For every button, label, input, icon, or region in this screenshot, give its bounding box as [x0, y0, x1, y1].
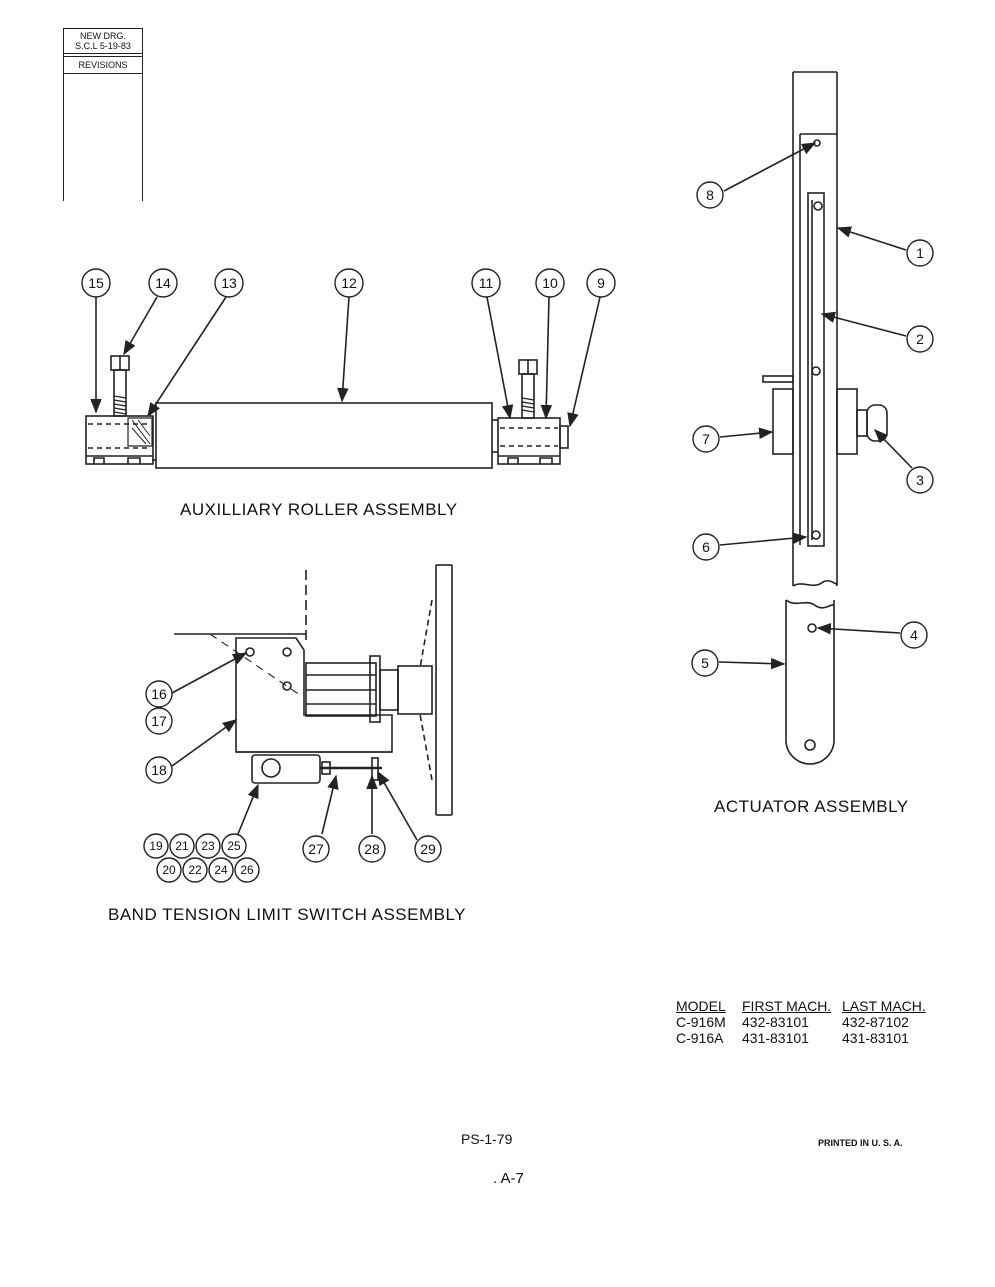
- callout-label-15: 15: [88, 275, 104, 291]
- limit-switch-assembly: [171, 564, 453, 841]
- callout-label-9: 9: [597, 275, 605, 291]
- header-last-mach: LAST MACH.: [842, 998, 926, 1014]
- callout-label-3: 3: [916, 472, 924, 488]
- callout-label-4: 4: [910, 627, 918, 643]
- callout-7: [692, 425, 720, 453]
- callout-16: [145, 680, 173, 708]
- revision-line-1: NEW DRG.: [80, 31, 126, 41]
- callout-label-7: 7: [702, 431, 710, 447]
- row1-last: 432-87102: [842, 1014, 909, 1030]
- callout-label-1: 1: [916, 245, 924, 261]
- callout-label-25: 25: [227, 839, 241, 853]
- callout-label-11: 11: [479, 275, 494, 291]
- callout-label-27: 27: [308, 841, 324, 857]
- adjust-knob: [866, 404, 888, 442]
- model-table: MODEL FIRST MACH. LAST MACH. C-916M 432-…: [676, 998, 942, 1046]
- callout-17: [145, 707, 173, 735]
- callout-28: [358, 835, 386, 863]
- callout-label-6: 6: [702, 539, 710, 555]
- limit-switch-assembly-caption: BAND TENSION LIMIT SWITCH ASSEMBLY: [108, 905, 467, 924]
- callout-label-10: 10: [542, 275, 558, 291]
- header-first-mach: FIRST MACH.: [742, 998, 832, 1014]
- callout-8: [696, 181, 724, 209]
- callout-label-19: 19: [149, 839, 163, 853]
- printed-in-usa: PRINTED IN U. S. A.: [818, 1138, 903, 1148]
- callout-27: [302, 835, 330, 863]
- model-table-header: MODEL FIRST MACH. LAST MACH.: [676, 998, 942, 1014]
- callout-label-12: 12: [341, 275, 357, 291]
- roller-tube: [155, 402, 493, 469]
- revisions-header: REVISIONS: [64, 56, 142, 74]
- callout-2: [906, 325, 934, 353]
- callout-label-16: 16: [151, 686, 167, 702]
- revision-block: NEW DRG. S.C.L 5-19-83 REVISIONS: [63, 28, 143, 201]
- actuator-assembly: [718, 71, 913, 765]
- callout-11: [471, 268, 501, 298]
- actuator-slot: [807, 192, 825, 547]
- row1-model: C-916M: [676, 1014, 726, 1030]
- page-number: . A-7: [493, 1170, 524, 1187]
- row1-first: 432-83101: [742, 1014, 809, 1030]
- model-table-row: C-916M 432-83101 432-87102: [676, 1014, 942, 1030]
- callout-label-22: 22: [188, 863, 202, 877]
- callout-label-5: 5: [701, 655, 709, 671]
- revision-entry: NEW DRG. S.C.L 5-19-83: [64, 29, 142, 54]
- revision-line-2: S.C.L 5-19-83: [75, 41, 131, 51]
- model-table-row: C-916A 431-83101 431-83101: [676, 1030, 942, 1046]
- callout-label-21: 21: [175, 839, 189, 853]
- doc-number: PS-1-79: [461, 1131, 513, 1147]
- callout-13: [214, 268, 244, 298]
- callout-label-24: 24: [214, 863, 228, 877]
- callout-3: [906, 466, 934, 494]
- callout-label-20: 20: [162, 863, 176, 877]
- callout-label-17: 17: [151, 713, 167, 729]
- callout-label-26: 26: [240, 863, 254, 877]
- callout-29: [414, 835, 442, 863]
- callout-18: [145, 756, 173, 784]
- callout-5: [691, 649, 719, 677]
- callout-6: [692, 533, 720, 561]
- auxiliary-roller-assembly: [85, 296, 601, 469]
- callout-label-13: 13: [221, 275, 237, 291]
- mounting-bracket: [235, 637, 393, 753]
- callout-label-28: 28: [364, 841, 380, 857]
- row2-first: 431-83101: [742, 1030, 809, 1046]
- callout-label-8: 8: [706, 187, 714, 203]
- callout-15: [81, 268, 111, 298]
- right-collar: [497, 417, 561, 465]
- callout-cluster: 19 21 23 25 20 22 24 26: [149, 839, 254, 877]
- callout-bubbles: [81, 181, 934, 883]
- callout-label-23: 23: [201, 839, 215, 853]
- callout-numbers: 15 14 13 12 11 10 9 8 1 2 7 3 6 4 5 16 1…: [88, 187, 924, 857]
- header-model: MODEL: [676, 998, 726, 1014]
- row2-model: C-916A: [676, 1030, 724, 1046]
- callout-label-2: 2: [916, 331, 924, 347]
- callout-10: [535, 268, 565, 298]
- row2-last: 431-83101: [842, 1030, 909, 1046]
- callout-12: [334, 268, 364, 298]
- roller-assembly-caption: AUXILLIARY ROLLER ASSEMBLY: [180, 500, 458, 519]
- callout-label-29: 29: [420, 841, 436, 857]
- callout-label-18: 18: [151, 762, 167, 778]
- callout-4: [900, 621, 928, 649]
- callout-1: [906, 239, 934, 267]
- callout-14: [148, 268, 178, 298]
- callout-9: [586, 268, 616, 298]
- callout-label-14: 14: [155, 275, 171, 291]
- actuator-assembly-caption: ACTUATOR ASSEMBLY: [714, 797, 909, 816]
- bracket-7: [772, 388, 794, 455]
